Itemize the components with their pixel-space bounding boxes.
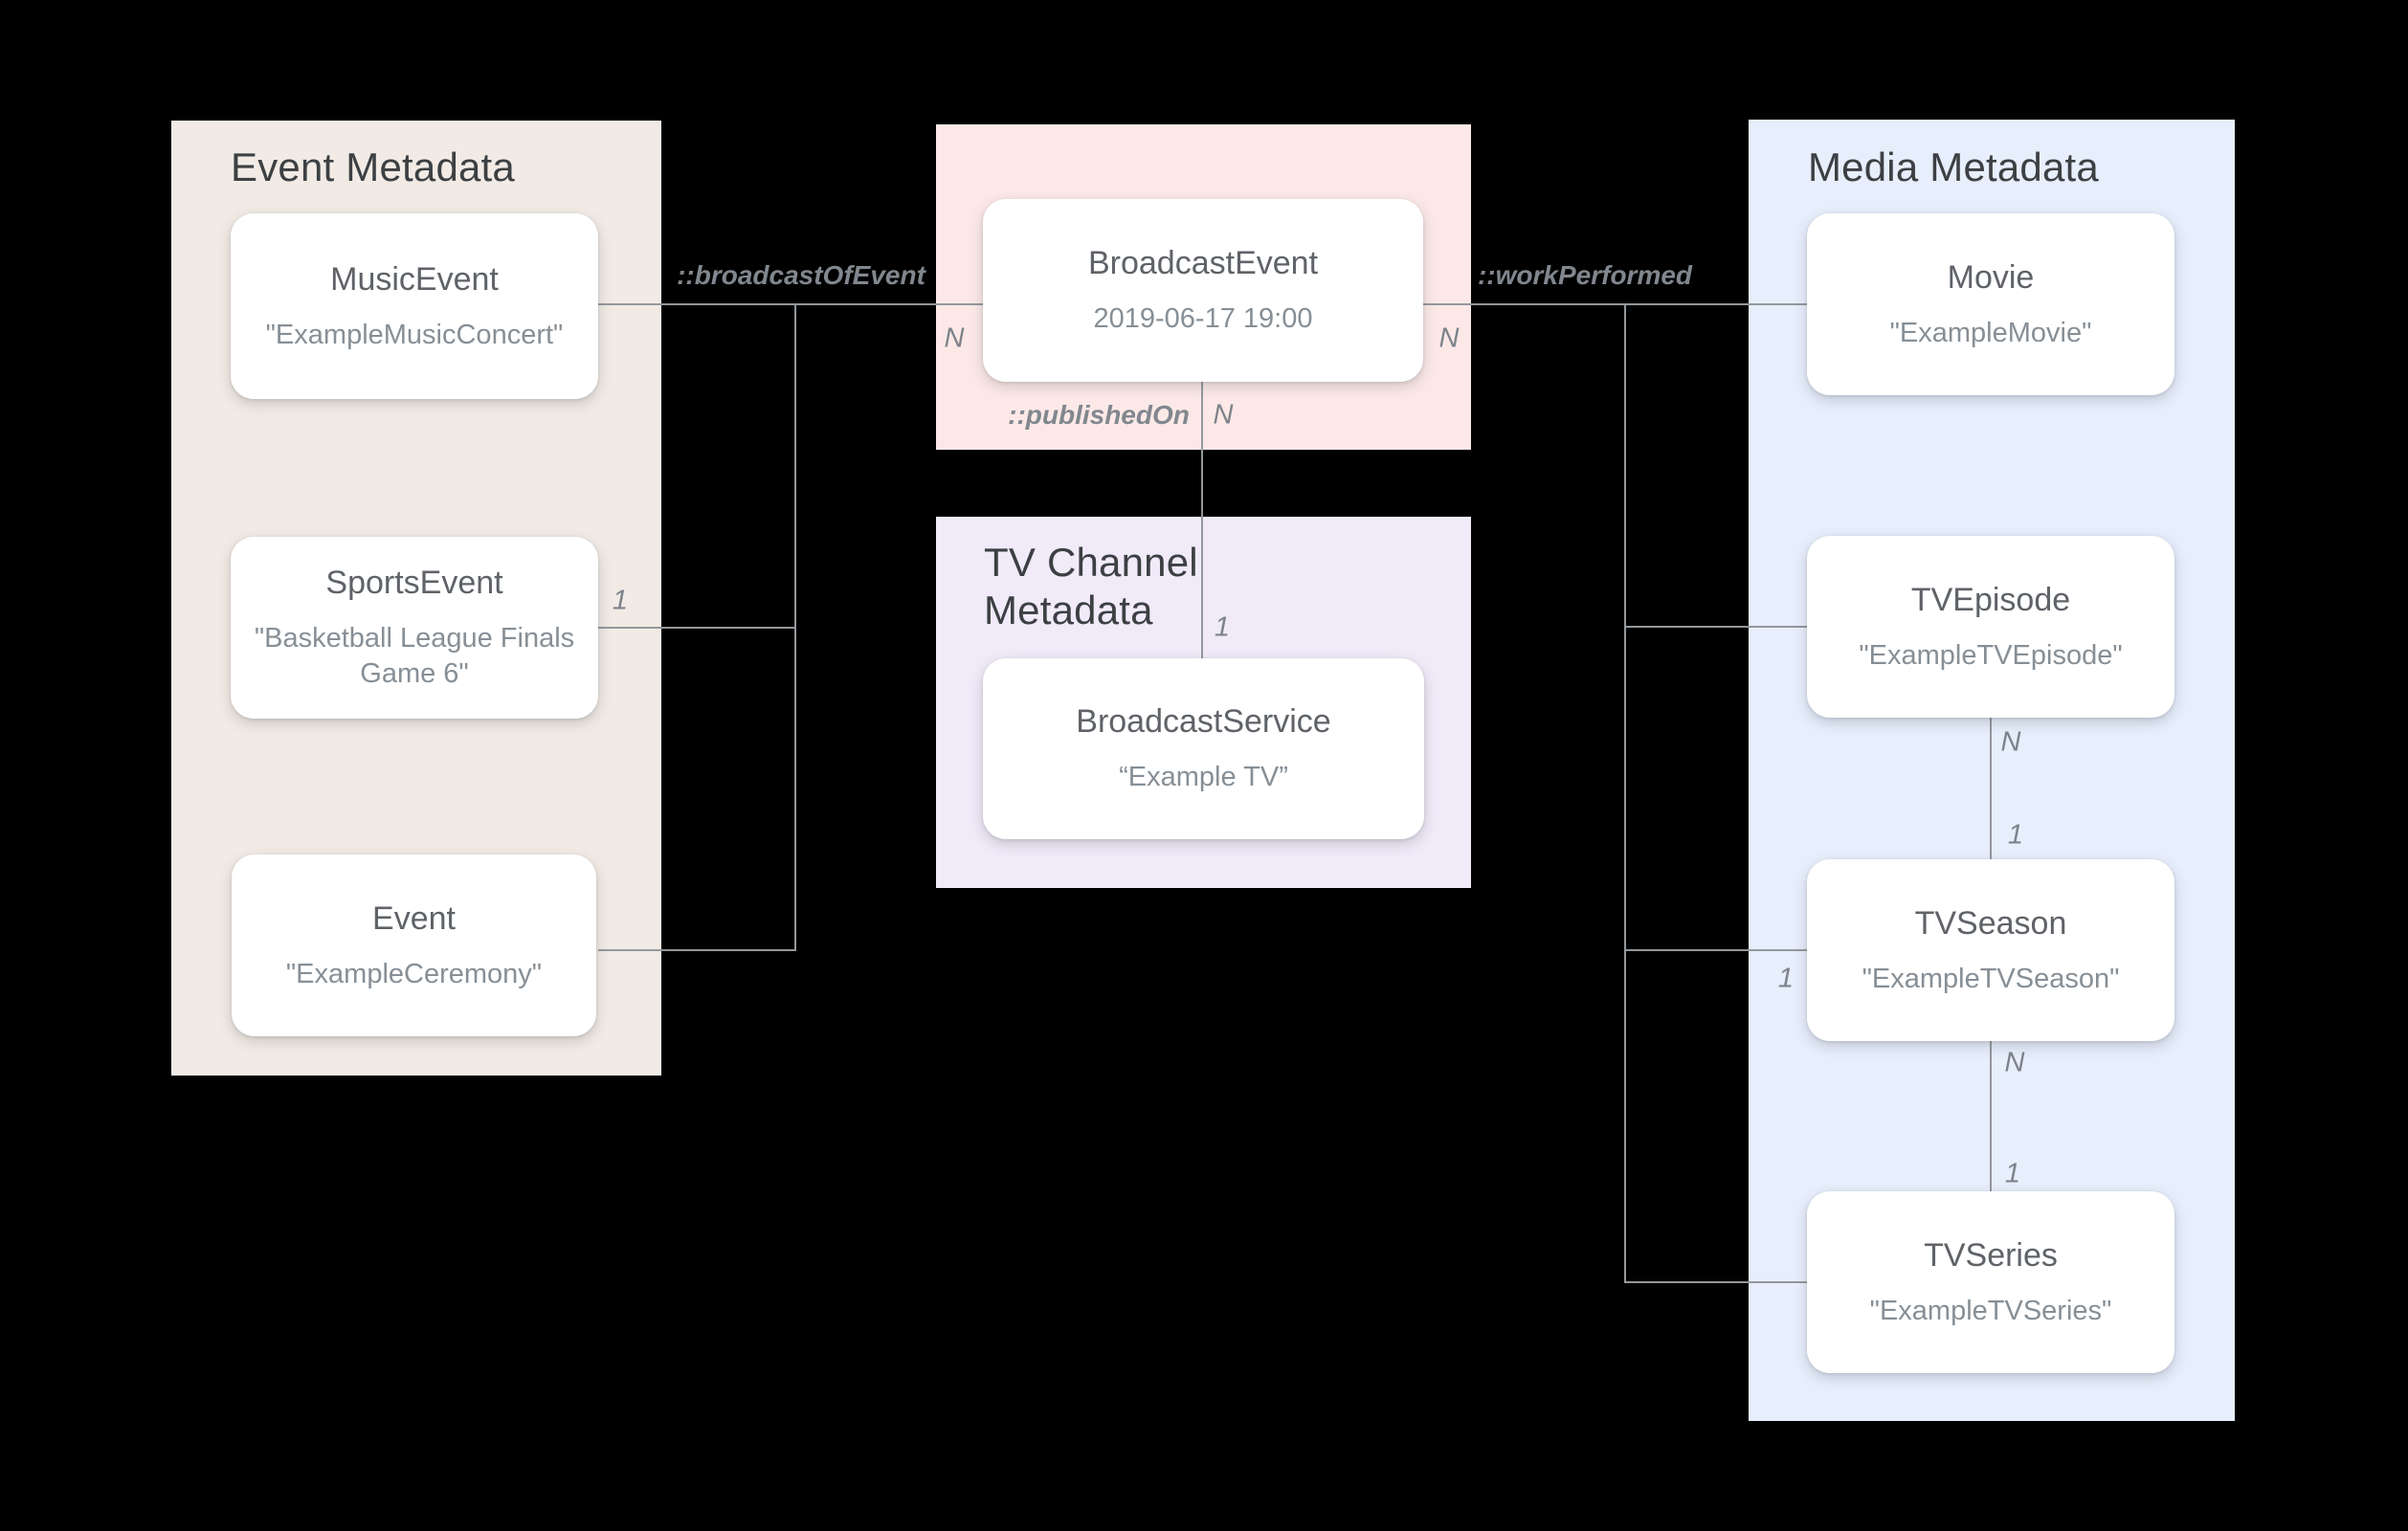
media-metadata-title: Media Metadata	[1808, 144, 2099, 189]
tvseason-subtitle: "ExampleTVSeason"	[1862, 963, 2120, 994]
tvseries-subtitle: "ExampleTVSeries"	[1869, 1295, 2112, 1326]
connector-event-stub	[598, 949, 796, 951]
connector-episode-season-vertical	[1990, 718, 1992, 859]
broadcastevent-node: BroadcastEvent 2019-06-17 19:00	[983, 199, 1423, 382]
broadcastservice-subtitle: “Example TV”	[1119, 762, 1288, 792]
connector-event-bus-vertical	[794, 303, 796, 951]
sportsevent-subtitle: "Basketball League Finals Game 6"	[254, 623, 575, 689]
cardinality-season-series-n: N	[2004, 1047, 2025, 1078]
tvseries-node: TVSeries "ExampleTVSeries"	[1807, 1191, 2174, 1373]
movie-title: Movie	[1947, 258, 2035, 296]
connector-publishedon-vertical	[1201, 382, 1203, 658]
connector-workperformed-main	[1423, 303, 1807, 305]
cardinality-episode-season-n: N	[2000, 726, 2021, 758]
connector-media-bus-vertical	[1624, 303, 1626, 1283]
event-subtitle: "ExampleCeremony"	[285, 958, 543, 989]
event-metadata-title: Event Metadata	[231, 144, 515, 189]
cardinality-publishedon-1: 1	[1214, 611, 1231, 643]
tvepisode-title: TVEpisode	[1910, 581, 2071, 618]
connector-sportsevent-stub	[598, 627, 795, 629]
broadcastservice-node: BroadcastService “Example TV”	[983, 658, 1424, 839]
movie-subtitle: "ExampleMovie"	[1889, 317, 2092, 348]
connector-tvseries-stub	[1624, 1281, 1807, 1283]
tvepisode-subtitle: "ExampleTVEpisode"	[1859, 639, 2123, 671]
tvseason-node: TVSeason "ExampleTVSeason"	[1807, 859, 2174, 1041]
tv-channel-metadata-title: TV Channel Metadata	[984, 540, 1198, 632]
connector-broadcastofevent-main	[598, 303, 983, 305]
connector-tvepisode-stub	[1624, 626, 1807, 628]
broadcastevent-subtitle: 2019-06-17 19:00	[1093, 303, 1313, 334]
cardinality-publishedon-n: N	[1213, 399, 1234, 431]
musicevent-node: MusicEvent "ExampleMusicConcert"	[231, 213, 598, 399]
broadcastservice-title: BroadcastService	[1076, 703, 1331, 740]
sportsevent-node: SportsEvent "Basketball League Finals Ga…	[231, 537, 598, 719]
cardinality-broadcastofevent-n: N	[944, 322, 965, 354]
broadcastevent-title: BroadcastEvent	[1087, 245, 1319, 281]
event-title: Event	[372, 899, 456, 937]
workperformed-label: ::workPerformed	[1477, 260, 1693, 290]
cardinality-sportsevent-1: 1	[612, 585, 629, 616]
cardinality-episode-season-1: 1	[2007, 819, 2024, 851]
musicevent-subtitle: "ExampleMusicConcert"	[265, 319, 564, 350]
cardinality-workperformed-n: N	[1438, 322, 1460, 354]
connector-tvseason-stub	[1624, 949, 1807, 951]
musicevent-title: MusicEvent	[330, 260, 499, 298]
movie-node: Movie "ExampleMovie"	[1807, 213, 2174, 395]
sportsevent-title: SportsEvent	[325, 565, 503, 601]
tvseries-title: TVSeries	[1924, 1236, 2058, 1274]
connector-season-series-vertical	[1990, 1041, 1992, 1191]
cardinality-tvseason-stub-1: 1	[1777, 963, 1795, 994]
cardinality-season-series-1: 1	[2004, 1158, 2021, 1189]
tvseason-title: TVSeason	[1914, 904, 2067, 942]
event-node: Event "ExampleCeremony"	[232, 854, 596, 1036]
tvepisode-node: TVEpisode "ExampleTVEpisode"	[1807, 536, 2174, 718]
publishedon-label: ::publishedOn	[1008, 400, 1190, 430]
broadcastofevent-label: ::broadcastOfEvent	[677, 260, 925, 290]
